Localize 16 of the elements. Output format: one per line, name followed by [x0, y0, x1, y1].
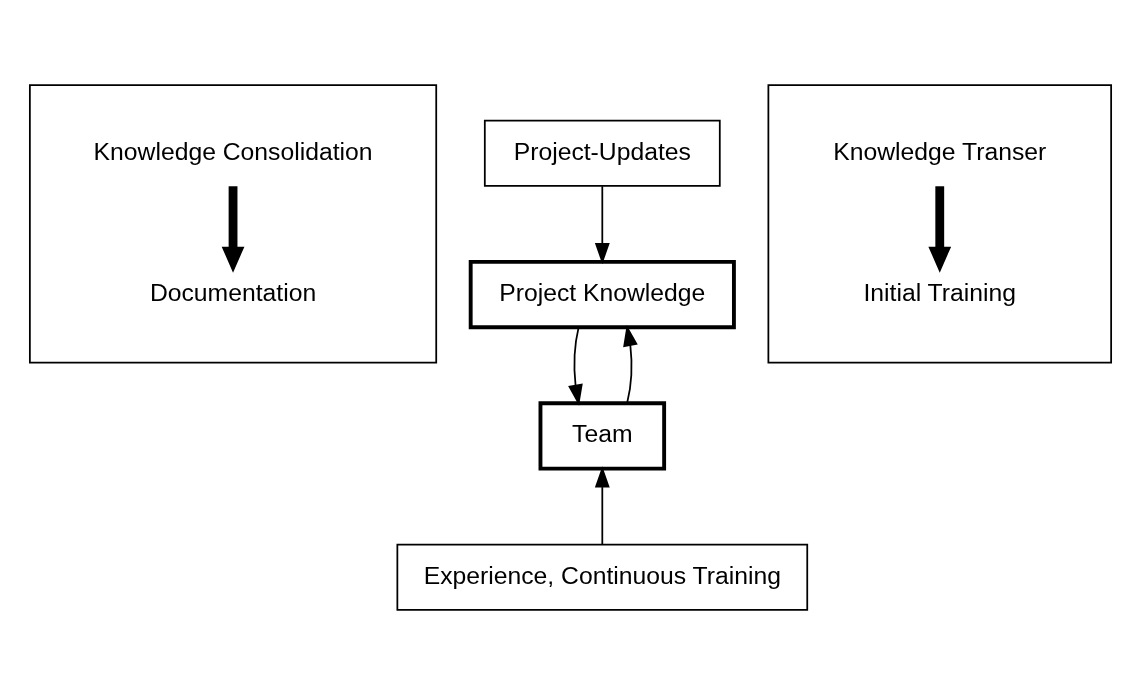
arrow: [568, 326, 583, 406]
node-box: Project-Updates: [483, 119, 721, 187]
cluster: [29, 84, 438, 364]
arrow: [928, 186, 952, 273]
node-text: Documentation: [149, 279, 317, 307]
arrow: [623, 324, 638, 404]
arrow: [221, 186, 245, 273]
arrow: [594, 466, 610, 546]
cluster: [767, 84, 1112, 364]
node-text: Initial Training: [863, 279, 1017, 307]
node-box: Team: [538, 401, 667, 471]
arrow: [594, 185, 610, 265]
node-text: Knowledge Transer: [833, 137, 1047, 165]
node-box: Project Knowledge: [468, 259, 736, 330]
node-box: Experience, Continuous Training: [396, 543, 809, 611]
node-text: Knowledge Consolidation: [93, 137, 373, 165]
